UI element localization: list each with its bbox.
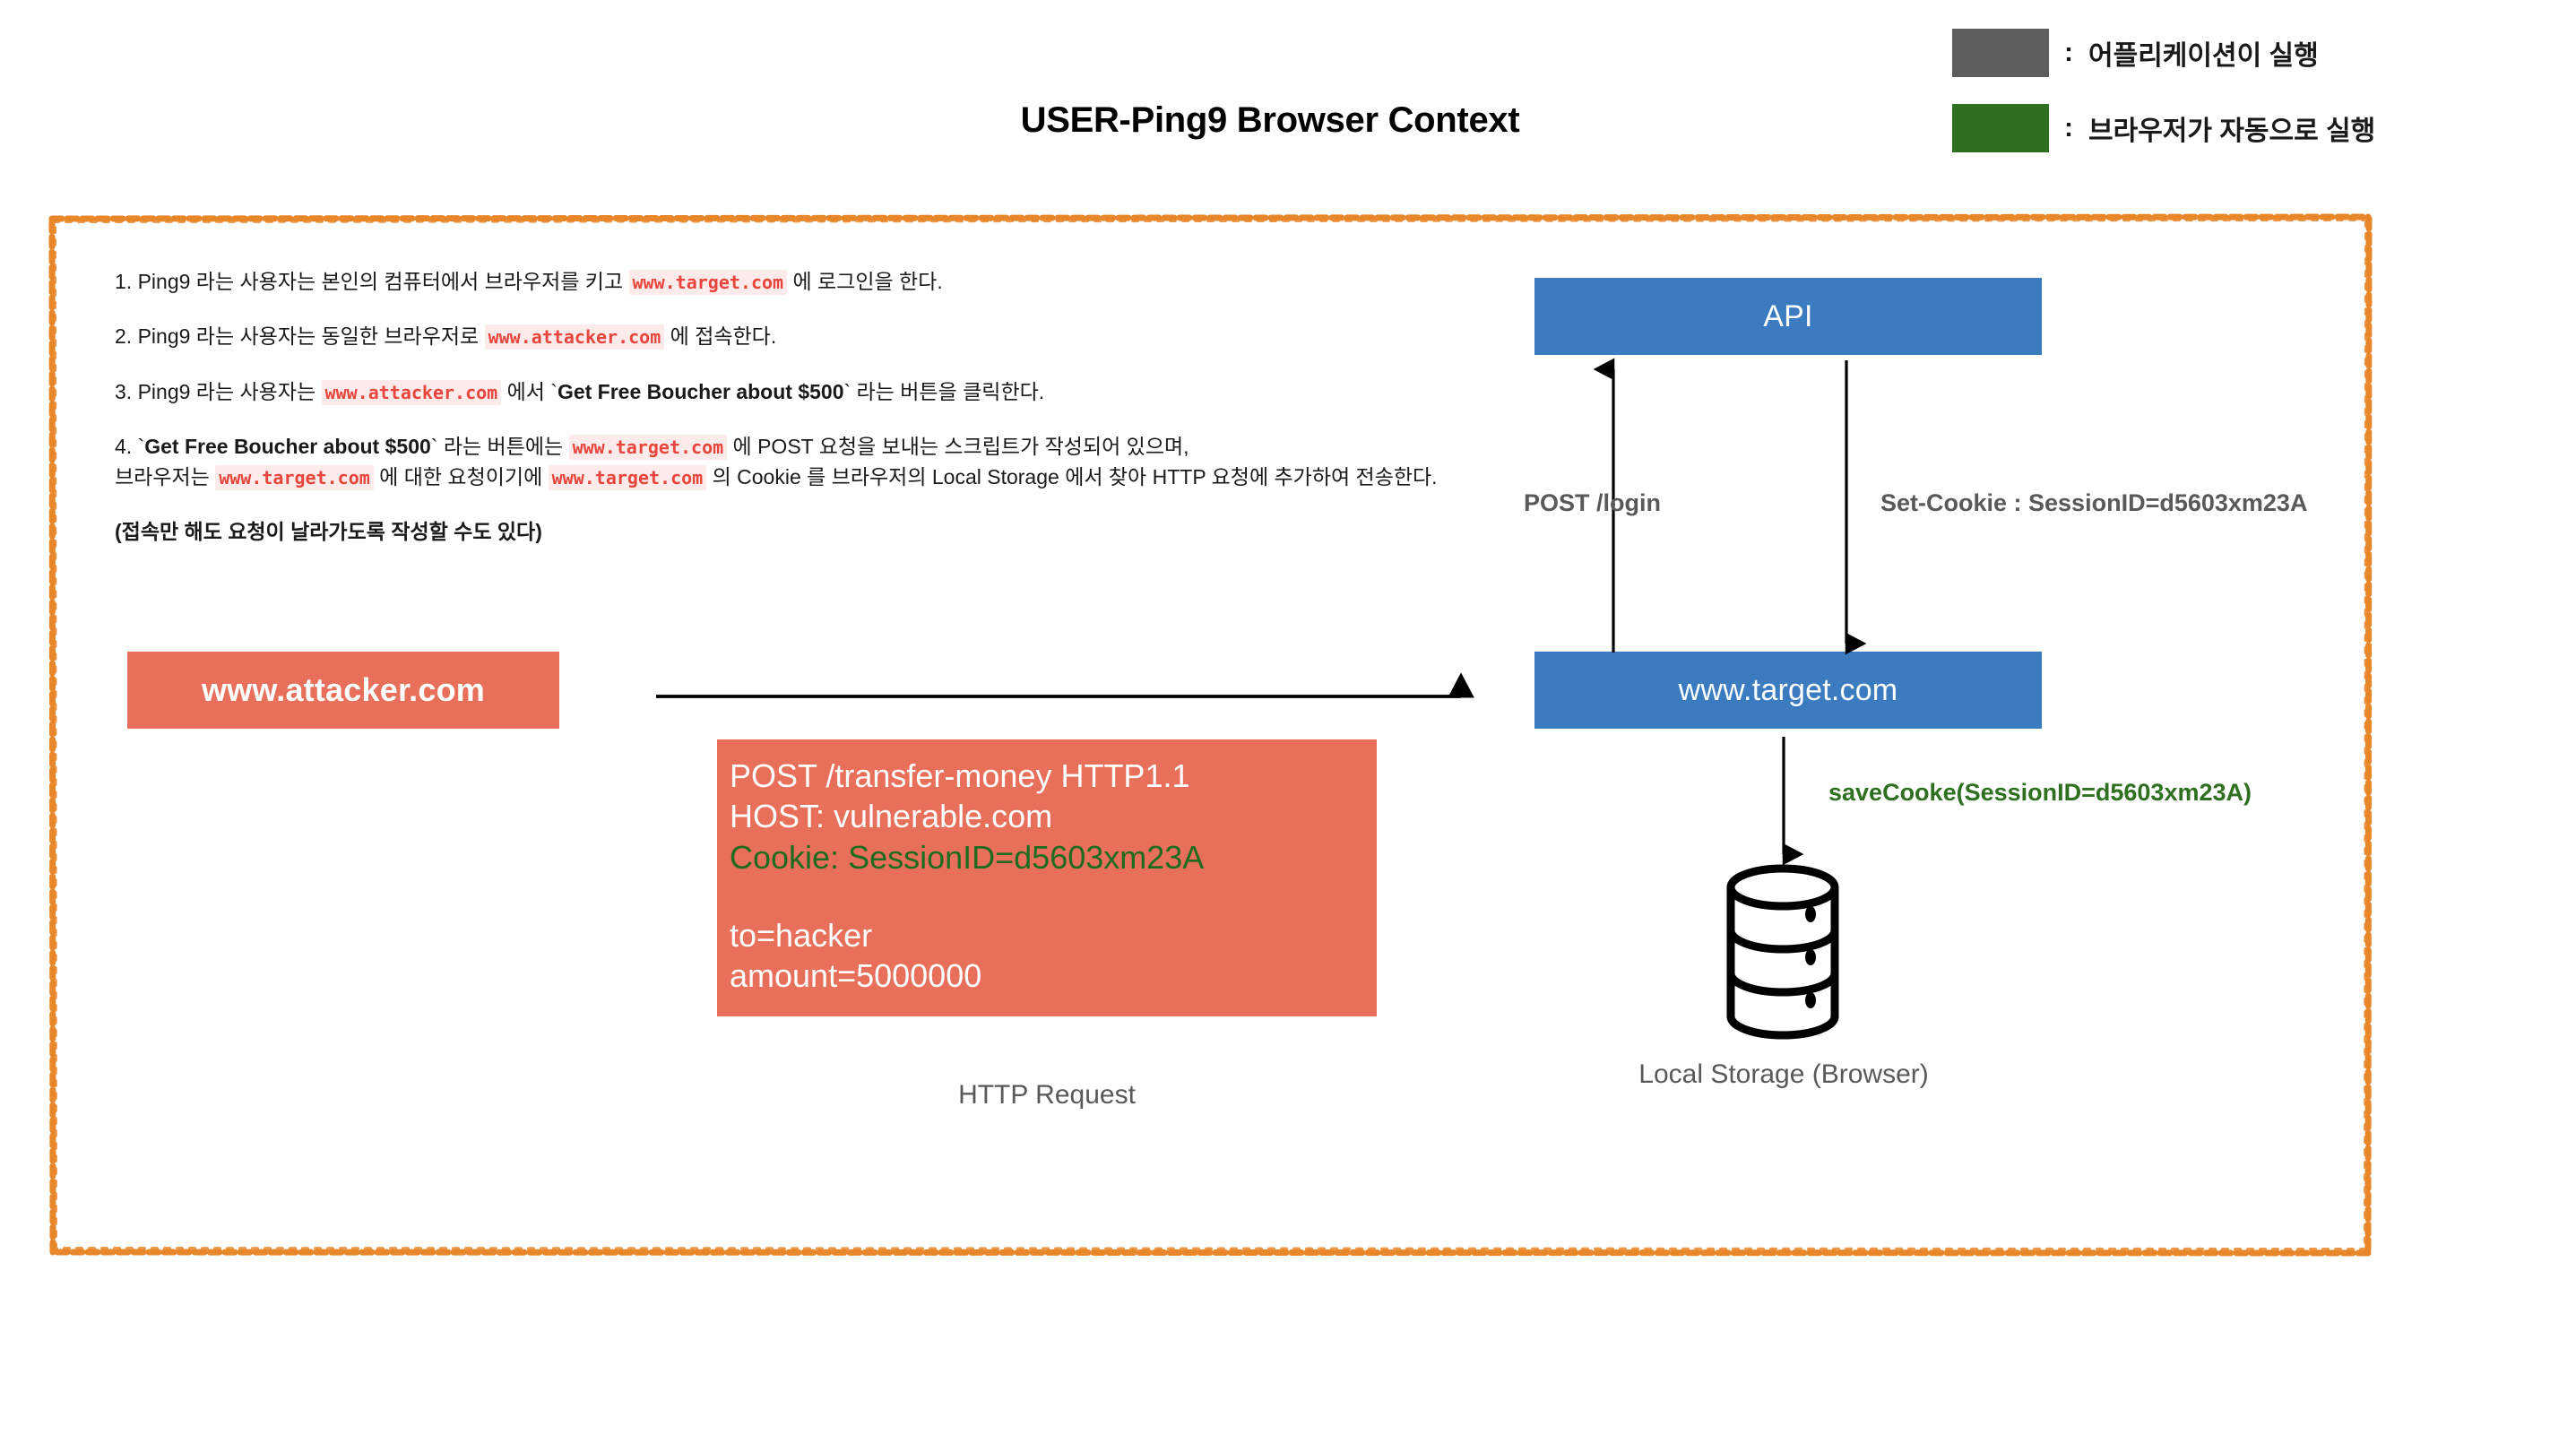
step-4-text-c: 에 POST 요청을 보내는 스크립트가 작성되어 있으며, — [727, 435, 1189, 459]
arrow-post-login — [1593, 358, 1615, 653]
legend-browser-auto-executed: : 브라우저가 자동으로 실행 — [1952, 100, 2562, 156]
step-item-1: 1. Ping9 라는 사용자는 본인의 컴퓨터에서 브라우저를 키고 www.… — [115, 269, 1513, 295]
legend-swatch-green — [1952, 104, 2049, 152]
step-1-text-b: 에 로그인을 한다. — [787, 270, 943, 293]
legend-swatch-gray — [1952, 29, 2049, 77]
step-4-button-label: Get Free Boucher about $500 — [144, 435, 431, 459]
database-icon — [1726, 864, 1839, 1040]
legend-application-executed: : 어플리케이션이 실행 — [1952, 25, 2562, 81]
node-attacker[interactable]: www.attacker.com — [127, 652, 559, 729]
step-2-text-a: 2. Ping9 라는 사용자는 동일한 브라우저로 — [115, 324, 485, 349]
step-1-url: www.target.com — [628, 270, 788, 295]
legend: : 어플리케이션이 실행 : 브라우저가 자동으로 실행 — [1952, 25, 2562, 176]
http-request-line-cookie: Cookie: SessionID=d5603xm23A — [730, 838, 1205, 876]
http-request-line-host: HOST: vulnerable.com — [730, 798, 1053, 835]
legend-colon: : — [2064, 38, 2073, 67]
arrow-attack-request — [656, 672, 1474, 698]
step-item-4-line-2: 브라우저는 www.target.com 에 대한 요청이기에 www.targ… — [115, 464, 1513, 490]
step-item-3: 3. Ping9 라는 사용자는 www.attacker.com 에서 `Ge… — [115, 379, 1513, 405]
http-request-line-amount: amount=5000000 — [730, 957, 982, 995]
step-2-text-b: 에 접속한다. — [664, 324, 777, 349]
page-title-text: USER-Ping9 Browser Context — [1020, 100, 1520, 140]
step-3-button-label: Get Free Boucher about $500 — [557, 379, 844, 403]
http-request-card: POST /transfer-money HTTP1.1 HOST: vulne… — [717, 739, 1377, 1016]
local-storage-caption: Local Storage (Browser) — [1638, 1059, 1929, 1089]
step-item-note: (접속만 해도 요청이 날라가도록 작성할 수도 있다) — [115, 520, 542, 544]
step-4-text-b: ` 라는 버튼에는 — [430, 435, 569, 459]
step-3-text-b: 에서 ` — [501, 379, 558, 403]
node-target[interactable]: www.target.com — [1534, 652, 2042, 729]
http-request-caption: HTTP Request — [958, 1080, 1136, 1110]
edge-label-save-cookie: saveCooke(SessionID=d5603xm23A) — [1828, 779, 2252, 806]
legend-label-application: 어플리케이션이 실행 — [2088, 41, 2319, 71]
node-api-label: API — [1763, 298, 1813, 333]
step-4b-text-c: 의 Cookie 를 브라우저의 Local Storage 에서 찾아 HTT… — [706, 464, 1438, 488]
legend-colon: : — [2064, 113, 2073, 143]
step-item-2: 2. Ping9 라는 사용자는 동일한 브라우저로 www.attacker.… — [115, 324, 1513, 350]
node-target-label: www.target.com — [1678, 672, 1898, 707]
step-item-4-line-1: 4. `Get Free Boucher about $500` 라는 버튼에는… — [115, 434, 1513, 461]
edge-label-set-cookie: Set-Cookie : SessionID=d5603xm23A — [1880, 489, 2308, 516]
step-4b-url-2: www.target.com — [548, 464, 707, 490]
step-4b-url-1: www.target.com — [215, 464, 374, 490]
step-2-url: www.attacker.com — [484, 324, 665, 350]
step-4b-text-b: 에 대한 요청이기에 — [373, 464, 549, 488]
step-4b-text-a: 브라우저는 — [115, 464, 216, 488]
step-4-text-a: 4. ` — [115, 435, 145, 459]
http-request-line-to: to=hacker — [730, 917, 873, 955]
step-1-text-a: 1. Ping9 라는 사용자는 본인의 컴퓨터에서 브라우저를 키고 — [115, 270, 629, 293]
legend-label-browser: 브라우저가 자동으로 실행 — [2088, 117, 2376, 146]
edge-label-post-login: POST /login — [1524, 489, 1661, 516]
arrow-save-cookie — [1782, 737, 1804, 866]
http-request-body-separator — [730, 877, 1368, 915]
step-3-url: www.attacker.com — [321, 379, 502, 405]
browser-context-frame — [48, 213, 2373, 1257]
step-3-text-a: 3. Ping9 라는 사용자는 — [115, 379, 322, 403]
page-title: USER-Ping9 Browser Context — [0, 100, 2576, 141]
step-list: 1. Ping9 라는 사용자는 본인의 컴퓨터에서 브라우저를 키고 www.… — [115, 269, 1513, 575]
step-4-url: www.target.com — [568, 435, 728, 461]
http-request-line-start: POST /transfer-money HTTP1.1 — [730, 757, 1190, 794]
arrow-set-cookie — [1845, 360, 1867, 655]
step-3-text-c: ` 라는 버튼을 클릭한다. — [843, 379, 1045, 403]
node-attacker-label: www.attacker.com — [201, 671, 485, 708]
node-api[interactable]: API — [1534, 278, 2042, 355]
frame-border-sketch — [48, 213, 2373, 1257]
